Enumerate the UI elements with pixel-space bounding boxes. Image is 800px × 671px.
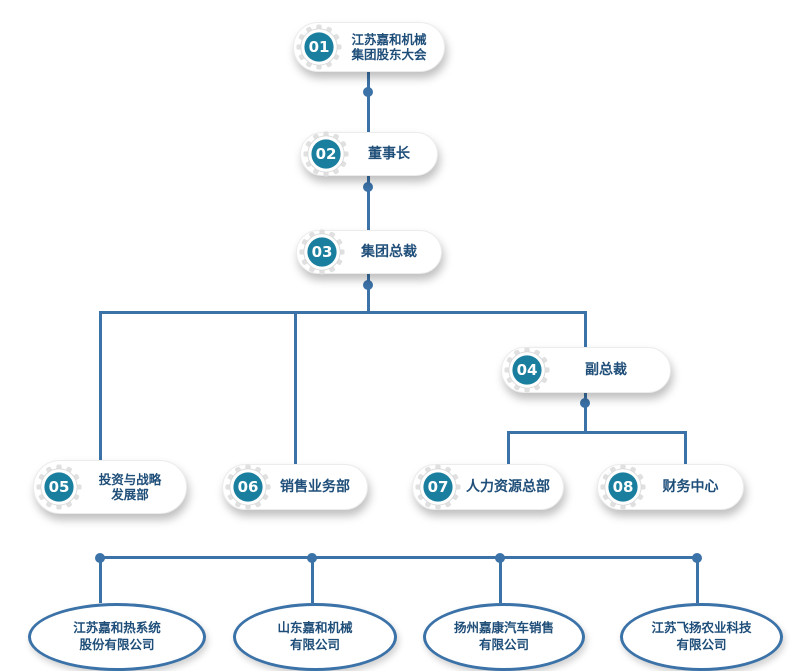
node-label: 财务中心 bbox=[662, 478, 719, 495]
node-label: 董事长 bbox=[368, 145, 410, 162]
subsidiary-node-thermal-system: 江苏嘉和热系统 股份有限公司 bbox=[28, 603, 206, 671]
node-number: 02 bbox=[315, 145, 337, 163]
connector-line bbox=[683, 431, 687, 464]
node-number: 01 bbox=[308, 38, 330, 56]
gear-icon: 08 bbox=[600, 464, 646, 510]
subsidiary-node-auto-sales: 扬州嘉康汽车销售 有限公司 bbox=[423, 603, 585, 671]
connector-line bbox=[366, 70, 370, 132]
node-number: 06 bbox=[237, 478, 259, 496]
node-label: 投资与战略 发展部 bbox=[98, 472, 162, 502]
node-number: 03 bbox=[311, 243, 333, 261]
org-node-finance-center: 08 财务中心 bbox=[597, 464, 744, 510]
gear-icon: 06 bbox=[225, 464, 271, 510]
connector-line bbox=[506, 431, 510, 464]
gear-icon: 04 bbox=[504, 347, 550, 393]
connector-line bbox=[366, 174, 370, 230]
gear-icon: 05 bbox=[36, 464, 82, 510]
node-label: 江苏嘉和机械 集团股东大会 bbox=[351, 32, 427, 62]
gear-icon: 03 bbox=[299, 229, 345, 275]
gear-icon: 01 bbox=[296, 24, 342, 70]
connector-dot bbox=[95, 552, 105, 563]
connector-line bbox=[583, 311, 587, 347]
org-node-shareholders-meeting: 01 江苏嘉和机械 集团股东大会 bbox=[293, 22, 445, 72]
connector-dot bbox=[692, 552, 702, 563]
node-label: 集团总裁 bbox=[361, 243, 417, 260]
node-number: 07 bbox=[427, 478, 449, 496]
node-number: 08 bbox=[612, 478, 634, 496]
org-node-investment-strategy-dept: 05 投资与战略 发展部 bbox=[33, 460, 187, 514]
connector-line bbox=[506, 431, 687, 434]
connector-line bbox=[98, 556, 102, 603]
connector-line bbox=[98, 556, 699, 559]
connector-line bbox=[498, 556, 502, 603]
node-number: 04 bbox=[516, 361, 538, 379]
subsidiary-node-agri-tech: 江苏飞扬农业科技 有限公司 bbox=[620, 603, 783, 671]
connector-line bbox=[293, 311, 297, 464]
connector-dot bbox=[307, 552, 317, 563]
subsidiary-label: 山东嘉和机械 有限公司 bbox=[277, 620, 353, 652]
connector-line bbox=[583, 391, 587, 433]
connector-dot bbox=[363, 182, 373, 192]
connector-dot bbox=[363, 280, 373, 290]
connector-dot bbox=[495, 552, 505, 563]
subsidiary-label: 扬州嘉康汽车销售 有限公司 bbox=[453, 620, 554, 652]
connector-dot bbox=[363, 87, 373, 97]
connector-line bbox=[366, 272, 370, 313]
org-node-sales-dept: 06 销售业务部 bbox=[222, 464, 368, 510]
subsidiary-label: 江苏嘉和热系统 股份有限公司 bbox=[73, 620, 161, 652]
subsidiary-node-shandong-machinery: 山东嘉和机械 有限公司 bbox=[233, 603, 397, 671]
node-label: 副总裁 bbox=[585, 361, 627, 378]
subsidiary-label: 江苏飞扬农业科技 有限公司 bbox=[651, 620, 752, 652]
connector-line bbox=[310, 556, 314, 603]
gear-icon: 07 bbox=[415, 464, 461, 510]
node-label: 人力资源总部 bbox=[466, 478, 550, 495]
org-node-hr-headquarters: 07 人力资源总部 bbox=[412, 464, 564, 510]
connector-line bbox=[98, 311, 587, 314]
gear-icon: 02 bbox=[303, 131, 349, 177]
org-node-vice-president: 04 副总裁 bbox=[501, 347, 671, 393]
connector-line bbox=[695, 556, 699, 603]
connector-line bbox=[98, 311, 102, 460]
node-number: 05 bbox=[48, 478, 70, 496]
org-node-group-president: 03 集团总裁 bbox=[296, 230, 442, 274]
node-label: 销售业务部 bbox=[280, 478, 350, 495]
connector-dot bbox=[580, 398, 590, 408]
org-node-chairman: 02 董事长 bbox=[300, 132, 438, 176]
